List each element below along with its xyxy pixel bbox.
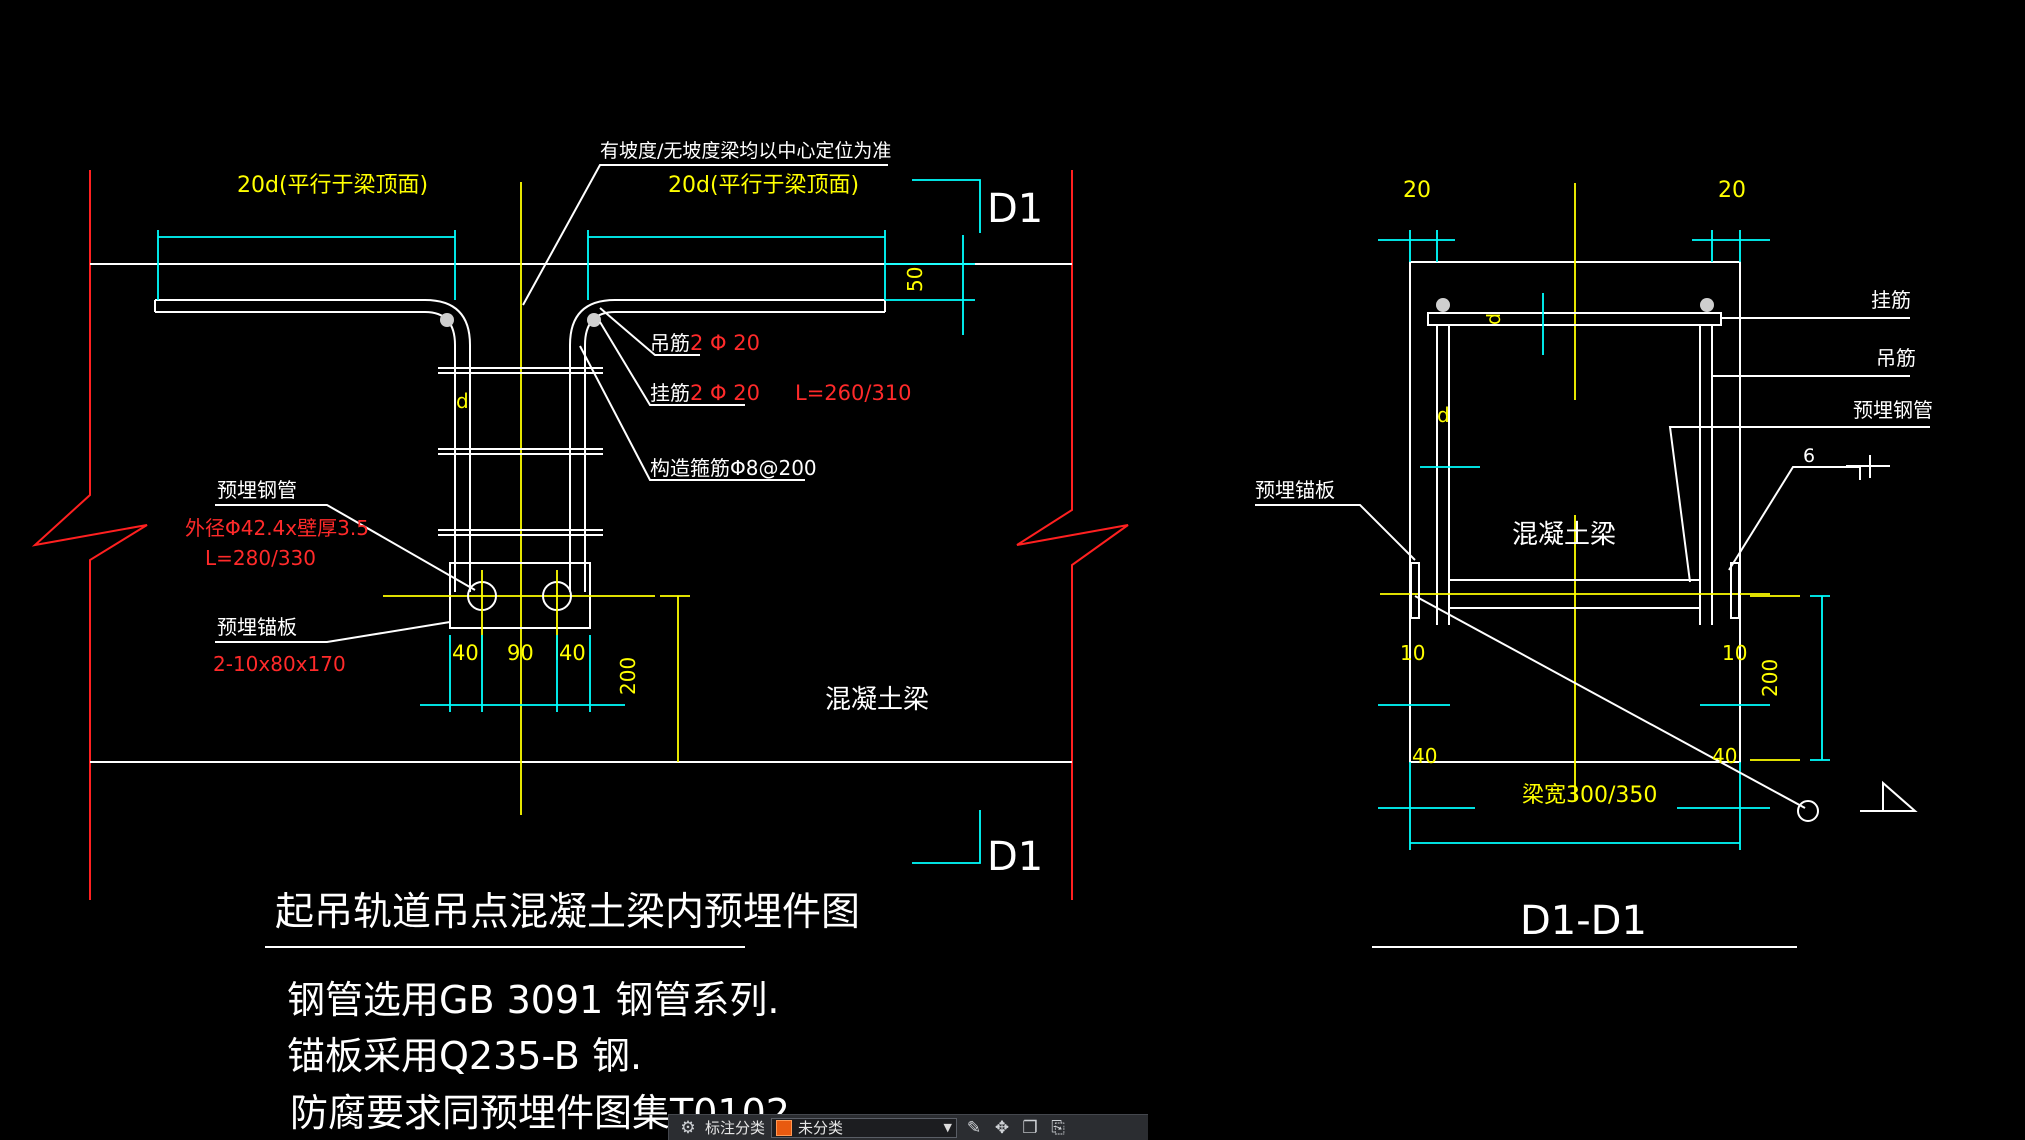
dim-20-right: 20 [1718, 178, 1746, 203]
dim-40-left: 40 [1412, 744, 1437, 768]
beam-label-left: 混凝土梁 [825, 685, 929, 715]
dim-90: 90 [507, 641, 534, 665]
left-break-lines [31, 170, 1129, 900]
dim-d-left: d [456, 389, 469, 413]
dim-200-right: 200 [1758, 659, 1782, 697]
right-dimensions [1378, 230, 1830, 850]
annotation-category-icon[interactable]: ⚙ [680, 1117, 696, 1138]
dim-40-a: 40 [452, 641, 479, 665]
section-mark-top: D1 [987, 186, 1043, 232]
right-view: 20 20 d d 挂筋 吊筋 预埋钢管 6 预埋锚板 混凝土梁 10 10 2… [1255, 178, 1933, 948]
pipe-label-right: 预埋钢管 [1853, 398, 1933, 422]
dim-40-right: 40 [1712, 744, 1737, 768]
toolbar-label: 标注分类 [705, 1119, 766, 1137]
hanger-rebar [154, 299, 886, 592]
hanger-label-right: 吊筋 [1876, 346, 1916, 370]
left-leaders [215, 164, 981, 864]
category-select[interactable]: 未分类 ▼ [771, 1117, 958, 1138]
edit-icon[interactable]: ✎ [966, 1117, 982, 1138]
hook-bar-section [440, 313, 454, 327]
dim-d-side: d [1437, 403, 1450, 427]
dim-d-top: d [1483, 313, 1505, 325]
plate-label-right: 预埋锚板 [1255, 478, 1335, 502]
hook-bar-section [587, 313, 601, 327]
stirrups [438, 367, 603, 536]
category-select-value: 未分类 [798, 1119, 844, 1137]
dim-10-right: 10 [1722, 641, 1747, 665]
dim-20d-left: 20d(平行于梁顶面) [237, 173, 428, 198]
hanger-spec: 2 Φ 20 [690, 331, 760, 355]
annotation-toolbar: ⚙ 标注分类 未分类 ▼ ✎ ✥ ❐ ⎘ [668, 1114, 1148, 1140]
dim-200-left: 200 [616, 657, 640, 695]
move-icon[interactable]: ✥ [994, 1117, 1010, 1138]
plate-spec: 2-10x80x170 [213, 652, 346, 676]
pipe-length: L=280/330 [205, 546, 316, 570]
hook-bar-section [1700, 298, 1714, 312]
stirrup-label: 构造箍筋Φ8@200 [650, 456, 817, 480]
right-view-title: D1-D1 [1520, 898, 1647, 944]
hook-label: 挂筋 [650, 381, 690, 405]
hook-label-right: 挂筋 [1871, 288, 1911, 312]
section-mark-bottom: D1 [987, 834, 1043, 880]
beam-label-right: 混凝土梁 [1512, 520, 1616, 550]
paste-icon[interactable]: ⎘ [1051, 1117, 1065, 1138]
dim-20-left: 20 [1403, 178, 1431, 203]
weld-size: 6 [1803, 445, 1815, 467]
hook-spec: 2 Φ 20 [690, 381, 760, 405]
note-line-1: 钢管选用GB 3091 钢管系列. [287, 978, 779, 1022]
center-note: 有坡度/无坡度梁均以中心定位为准 [600, 140, 891, 162]
hook-bar-section [1436, 298, 1450, 312]
chevron-down-icon[interactable]: ▼ [943, 1121, 953, 1134]
category-color-swatch [776, 1119, 793, 1136]
dim-50: 50 [903, 267, 927, 292]
right-leaders [1255, 317, 1930, 822]
pipe-spec: 外径Φ42.4x壁厚3.5 [185, 516, 369, 540]
left-dimensions [157, 230, 975, 762]
hanger-label: 吊筋 [650, 331, 690, 355]
dim-10-left: 10 [1400, 641, 1425, 665]
dim-20d-right: 20d(平行于梁顶面) [668, 173, 859, 198]
left-view: 有坡度/无坡度梁均以中心定位为准 20d(平行于梁顶面) 20d(平行于梁顶面)… [31, 140, 1129, 948]
beam-width: 梁宽300/350 [1522, 783, 1657, 808]
note-line-2: 锚板采用Q235-B 钢. [287, 1034, 642, 1078]
copy-icon[interactable]: ❐ [1022, 1117, 1038, 1138]
pipe-label: 预埋钢管 [217, 478, 297, 502]
left-view-title: 起吊轨道吊点混凝土梁内预埋件图 [275, 890, 860, 935]
dim-40-b: 40 [559, 641, 586, 665]
plate-label: 预埋锚板 [217, 615, 297, 639]
hook-length: L=260/310 [795, 381, 912, 405]
